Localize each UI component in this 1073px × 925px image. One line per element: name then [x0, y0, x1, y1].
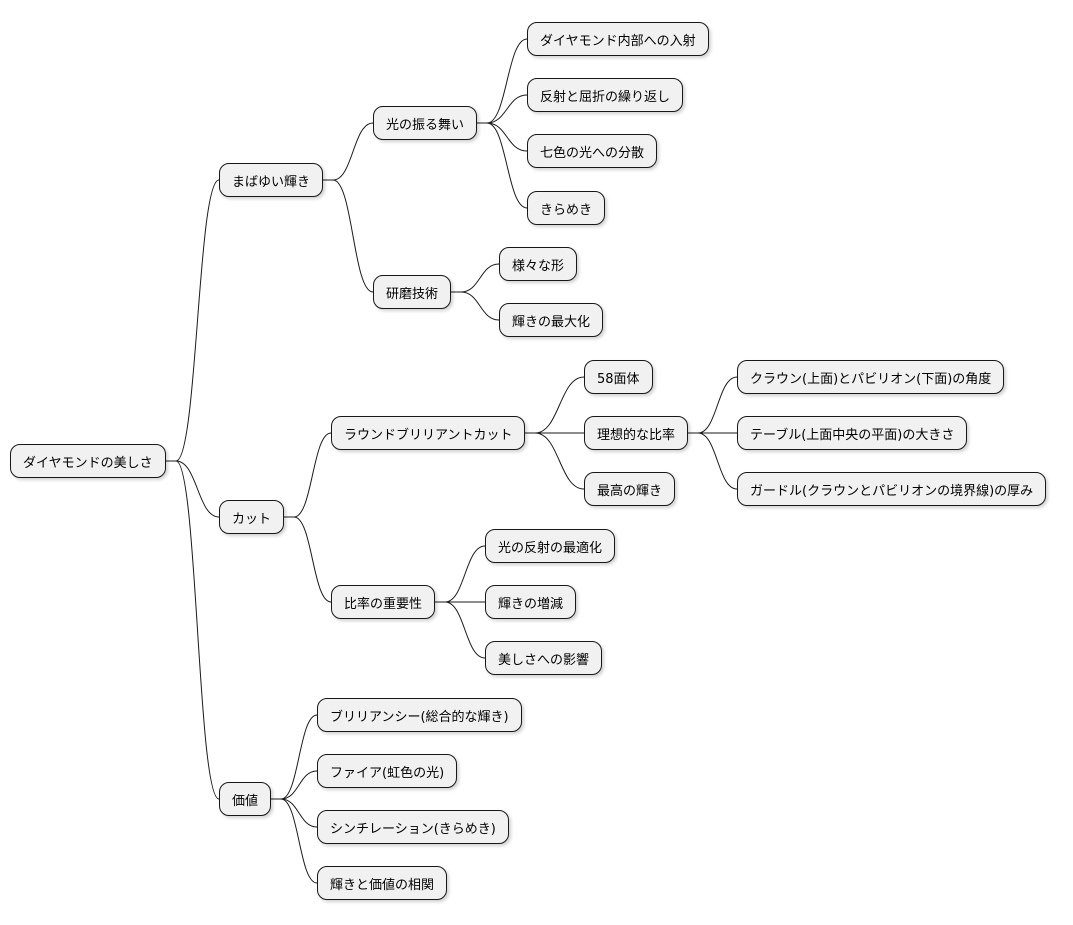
mindmap-node-value[interactable]: 価値 [219, 782, 272, 816]
mindmap-node-58-facets[interactable]: 58面体 [584, 360, 653, 394]
edge-root2-to-2-3 [271, 798, 318, 884]
edge-root0-1-to-0-1-0 [451, 263, 500, 293]
mindmap-node-various-shapes[interactable]: 様々な形 [499, 247, 578, 281]
mindmap-node-brilliance-variation[interactable]: 輝きの増減 [485, 585, 577, 619]
edge-root0-0-to-0-0-3 [477, 122, 528, 209]
edge-rootroot-to-2 [166, 460, 220, 800]
mindmap-node-polishing-technique[interactable]: 研磨技術 [373, 275, 452, 309]
mindmap-node-dazzling-brilliance[interactable]: まばゆい輝き [219, 163, 324, 197]
mindmap-node-dispersion[interactable]: 七色の光への分散 [527, 134, 658, 168]
mindmap-node-crown-pavilion-angle[interactable]: クラウン(上面)とパビリオン(下面)の角度 [737, 360, 1005, 394]
edge-root1-0-1-to-1-0-1-2 [688, 432, 738, 490]
mindmap-node-root[interactable]: ダイヤモンドの美しさ [10, 444, 166, 478]
edge-root0-0-to-0-0-0 [477, 38, 528, 124]
edge-root0-1-to-0-1-1 [451, 291, 500, 321]
edge-root1-to-1-0 [284, 432, 332, 518]
edge-root1-to-1-1 [284, 516, 332, 603]
edge-rootroot-to-0 [166, 179, 220, 462]
edge-root0-to-0-1 [323, 179, 374, 293]
mindmap-node-scintillation[interactable]: シンチレーション(きらめき) [317, 810, 509, 844]
mindmap-node-effect-on-beauty[interactable]: 美しさへの影響 [485, 641, 603, 675]
edge-root2-to-2-1 [271, 770, 318, 800]
edge-root1-1-to-1-1-0 [435, 545, 486, 603]
edge-root1-0-to-1-0-2 [525, 432, 585, 490]
mindmap-node-light-behavior[interactable]: 光の振る舞い [373, 106, 478, 140]
mindmap-node-maximize-brilliance[interactable]: 輝きの最大化 [499, 303, 604, 337]
mindmap-node-brilliancy[interactable]: ブリリアンシー(総合的な輝き) [317, 698, 522, 732]
mindmap-node-cut[interactable]: カット [219, 500, 285, 534]
edge-root1-0-to-1-0-0 [525, 376, 585, 434]
mindmap-node-best-brilliance[interactable]: 最高の輝き [584, 472, 676, 506]
edge-rootroot-to-1 [166, 460, 220, 518]
mindmap-node-round-brilliant-cut[interactable]: ラウンドブリリアントカット [331, 416, 526, 450]
mindmap-node-optimize-reflection[interactable]: 光の反射の最適化 [485, 529, 616, 563]
mindmap-node-brilliance-value-correlation[interactable]: 輝きと価値の相関 [317, 866, 448, 900]
mindmap-node-sparkle[interactable]: きらめき [527, 191, 606, 225]
edge-root1-0-1-to-1-0-1-0 [688, 376, 738, 434]
mindmap-node-importance-of-proportion[interactable]: 比率の重要性 [331, 585, 436, 619]
mindmap-node-fire[interactable]: ファイア(虹色の光) [317, 754, 458, 788]
mindmap-node-girdle-thickness[interactable]: ガードル(クラウンとパビリオンの境界線)の厚み [737, 472, 1047, 506]
edge-root0-to-0-0 [323, 122, 374, 181]
edge-root2-to-2-0 [271, 714, 318, 800]
mindmap-node-repeated-reflection[interactable]: 反射と屈折の繰り返し [527, 78, 684, 112]
mindmap-node-entry-into-diamond[interactable]: ダイヤモンド内部への入射 [527, 22, 709, 56]
mindmap-node-table-size[interactable]: テーブル(上面中央の平面)の大きさ [737, 416, 968, 450]
mindmap-node-ideal-proportion[interactable]: 理想的な比率 [584, 416, 689, 450]
edge-root1-1-to-1-1-2 [435, 601, 486, 659]
edge-root2-to-2-2 [271, 798, 318, 828]
